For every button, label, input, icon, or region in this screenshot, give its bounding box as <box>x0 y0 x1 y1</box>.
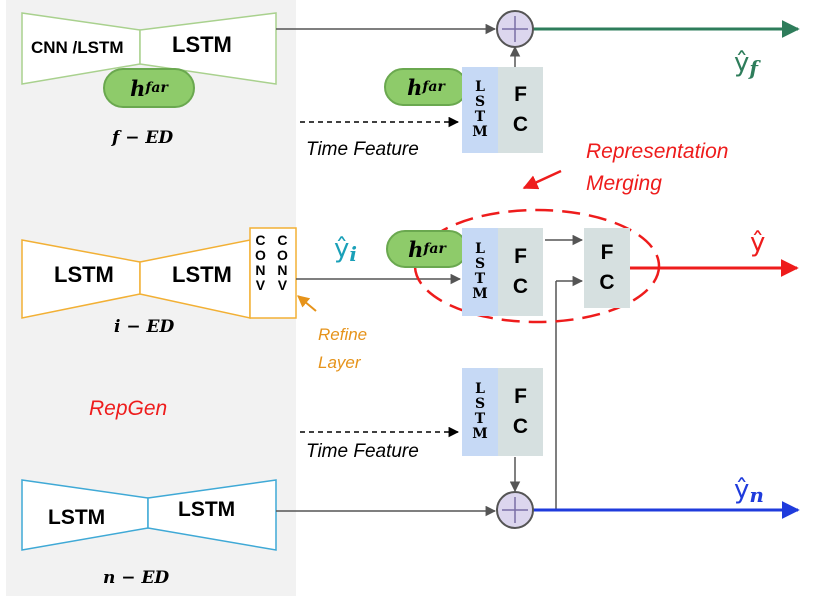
lstm-letter: T <box>474 271 486 287</box>
repgen-label: RepGen <box>89 397 168 420</box>
fc-letter: C <box>512 415 529 438</box>
y-output-label: ŷ <box>750 228 766 258</box>
conv-column-2: C O N V <box>277 233 288 293</box>
refine-conv-box <box>249 227 297 319</box>
y-hat-symbol: ŷ <box>334 234 350 264</box>
lstm-letter: L <box>475 381 485 397</box>
lstm-letter: L <box>475 79 485 95</box>
yn-subscript: n <box>749 483 764 507</box>
lstm-letter: T <box>474 411 486 427</box>
i-ed-name: i − ED <box>114 317 175 337</box>
conv-letter: V <box>277 277 288 293</box>
conv-letter: C <box>277 232 288 248</box>
mid-fc-box: F C <box>498 228 543 316</box>
yf-subscript: f <box>749 56 758 80</box>
bottom-adder-icon <box>496 491 534 529</box>
time-feature-top-label: Time Feature <box>306 139 419 160</box>
y-hat-symbol: ŷ <box>734 475 750 505</box>
yi-subscript: i <box>349 242 357 266</box>
lstm-letter: M <box>472 426 488 442</box>
lstm-letter: S <box>474 396 486 412</box>
n-ed-shape-right <box>147 479 277 551</box>
conv-letter: V <box>255 277 266 293</box>
merge-fc-box: F C <box>584 228 630 308</box>
fc-letter: C <box>599 271 615 294</box>
merging-ellipse <box>413 208 661 324</box>
f-ed-shape-right <box>139 12 277 85</box>
hfar-subscript: far <box>422 79 445 95</box>
lstm-letter: M <box>472 286 488 302</box>
hfar-symbol: h <box>130 75 146 101</box>
conv-column-1: C O N V <box>255 233 266 293</box>
refine-label-line1: Refine <box>318 325 368 344</box>
hfar-symbol: h <box>407 74 423 100</box>
f-ed-right-label: LSTM <box>172 32 232 57</box>
lstm-letter: L <box>475 241 485 257</box>
time-feature-bottom-label: Time Feature <box>306 441 419 462</box>
yi-label: ŷi <box>334 234 357 266</box>
bottom-fc-box: F C <box>498 368 543 456</box>
i-ed-left-label: LSTM <box>54 262 114 287</box>
fc-letter: F <box>514 83 527 106</box>
lstm-letter: M <box>472 124 488 140</box>
merging-label-line1: Representation <box>586 140 729 163</box>
conv-letter: N <box>277 262 288 278</box>
yf-output-label: ŷf <box>734 48 758 80</box>
fc-letter: F <box>600 241 614 264</box>
fc-letter: C <box>512 275 529 298</box>
merging-pointer-arrow <box>522 169 562 190</box>
top-adder-icon <box>496 10 534 48</box>
hfar-subscript: far <box>423 241 446 257</box>
conv-letter: O <box>255 247 266 263</box>
lstm-letter: T <box>474 109 486 125</box>
f-ed-name: f − ED <box>112 128 174 148</box>
n-ed-right-label: LSTM <box>178 498 236 521</box>
n-ed-left-label: LSTM <box>48 506 106 529</box>
bottom-lstm-box: L S T M <box>462 368 498 456</box>
top-lstm-box: L S T M <box>462 67 498 153</box>
y-hat-symbol: ŷ <box>734 48 750 78</box>
merging-label-line2: Merging <box>586 172 662 195</box>
n-ed-name: n − ED <box>103 568 170 588</box>
fc-letter: C <box>512 113 529 136</box>
hfar-symbol: h <box>408 236 424 262</box>
lstm-letter: S <box>474 94 486 110</box>
lstm-letter: S <box>474 256 486 272</box>
refine-pointer-arrow <box>297 295 317 312</box>
i-ed-right-label: LSTM <box>172 262 232 287</box>
refine-label-line2: Layer <box>318 353 361 372</box>
yn-output-label: ŷn <box>734 475 764 507</box>
conv-letter: N <box>255 262 266 278</box>
hfar-subscript: far <box>145 80 168 96</box>
fc-letter: F <box>514 385 527 408</box>
conv-letter: O <box>277 247 288 263</box>
conv-letter: C <box>255 232 266 248</box>
fc-letter: F <box>514 245 527 268</box>
top-fc-box: F C <box>498 67 543 153</box>
mid-lstm-box: L S T M <box>462 228 498 316</box>
f-ed-left-label: CNN /LSTM <box>31 38 124 57</box>
